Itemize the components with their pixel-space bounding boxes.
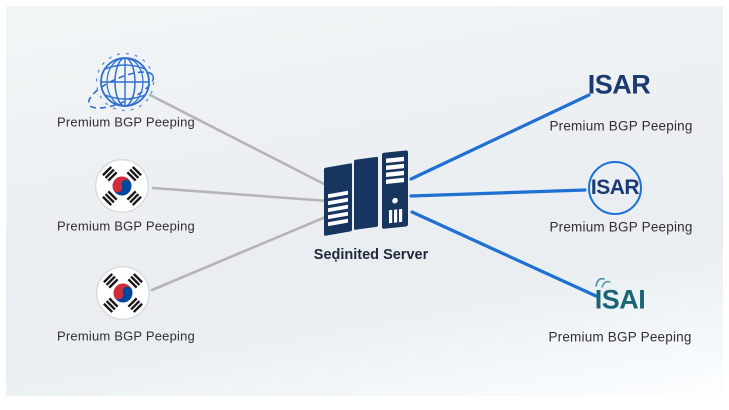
blue-link-server-to-isai — [410, 210, 598, 298]
node-label: Premium BGP Peeping — [57, 218, 195, 234]
isar-circle-logo: ISAR — [588, 161, 642, 215]
south-korea-flag-icon — [93, 157, 151, 215]
server-label: Seḑinited Server — [313, 247, 429, 263]
south-korea-flag-icon — [94, 264, 152, 322]
node-label: Premium BGP Peeping — [549, 219, 693, 235]
gray-link-flag1-to-server — [151, 186, 330, 203]
blue-link-server-to-isar1 — [409, 93, 591, 181]
node-label: Premium BGP Peeping — [57, 328, 195, 344]
node-label: Premium BGP Peeping — [57, 114, 195, 130]
blue-link-server-to-isar2 — [409, 188, 587, 198]
gray-link-flag2-to-server — [150, 214, 330, 292]
globe-network-icon — [67, 44, 179, 128]
server-tower-icon — [324, 147, 408, 239]
scribble-mark-icon — [593, 274, 613, 290]
gray-link-globe-to-server — [148, 93, 330, 188]
node-label: Premium BGP Peeping — [549, 118, 693, 134]
isai-logo: ISAI — [594, 284, 646, 315]
isar-circle-logo-text: ISAR — [590, 176, 640, 199]
isar-logo: ISAR — [587, 69, 651, 100]
node-label: Premium BGP Peeping — [548, 329, 692, 345]
